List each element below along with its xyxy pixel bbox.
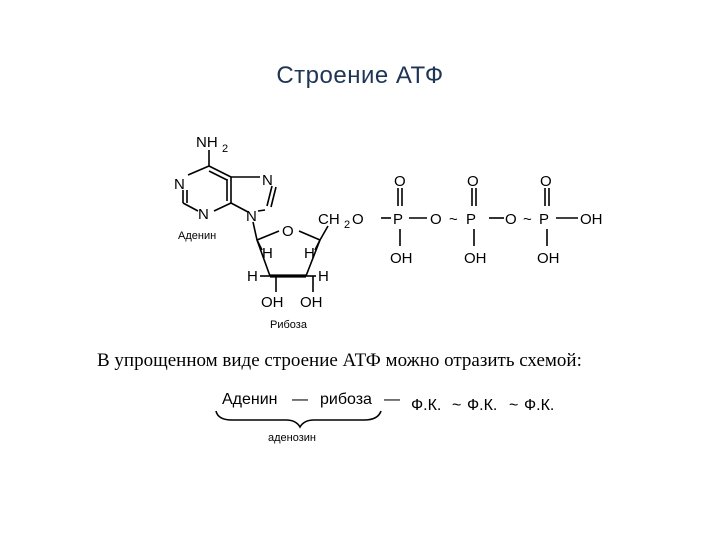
atom-oh-c2: OH	[261, 294, 284, 311]
atom-p1-oh: OH	[390, 250, 413, 267]
atom-h-c3: H	[318, 268, 329, 285]
scheme-phosphate-1: Ф.К.	[411, 397, 441, 414]
atom-p3-double-o: O	[540, 173, 552, 190]
atom-o-link3: O	[505, 211, 517, 228]
high-energy-bond-1: ~	[449, 211, 458, 228]
bond-o-c4	[298, 230, 321, 241]
bond-n9-c4	[230, 202, 249, 213]
atom-ch2: CH	[318, 211, 340, 228]
scheme-dash-2: —	[384, 391, 400, 408]
scheme-caption: В упрощенном виде строение АТФ можно отр…	[97, 350, 582, 371]
atom-p3-oh-bottom: OH	[537, 250, 560, 267]
bond-n7-c8	[266, 185, 273, 207]
label-adenine: Аденин	[178, 230, 216, 242]
bond-c4-h	[314, 239, 321, 251]
atom-h-c4: H	[304, 245, 315, 262]
atom-p2: P	[466, 211, 476, 228]
scheme-phosphate-3: Ф.К.	[524, 397, 554, 414]
adenine-bonds	[182, 150, 277, 213]
bond-c2-n3	[182, 202, 199, 212]
atom-n1: N	[174, 176, 185, 193]
high-energy-bond-2: ~	[523, 211, 532, 228]
scheme-dash-1: —	[292, 391, 308, 408]
atom-nh2-subscript: 2	[222, 143, 228, 155]
atom-ch2-subscript: 2	[344, 219, 350, 231]
bond-c5-c6	[208, 165, 232, 178]
atom-o-link2: O	[430, 211, 442, 228]
bond-n7-c8-double	[270, 186, 277, 208]
atom-ring-oxygen: O	[282, 223, 294, 240]
atom-p2-double-o: O	[467, 173, 479, 190]
bond-c1-h	[256, 239, 263, 251]
simplified-scheme: Аденин — рибоза — Ф.К. ~ Ф.К. ~ Ф.К.	[222, 391, 554, 414]
atom-labels: NH 2 N N N N O H H H H OH OH CH 2 O P O …	[174, 134, 603, 311]
bond-n9-c1	[252, 221, 258, 241]
atom-n9: N	[246, 208, 257, 225]
atom-o-link1: O	[352, 211, 364, 228]
bond-c8-n9	[257, 209, 266, 212]
label-ribose: Рибоза	[270, 319, 308, 331]
atom-n7: N	[262, 172, 273, 189]
atom-p3-oh-right: OH	[580, 211, 603, 228]
atom-h-c2: H	[247, 268, 258, 285]
bond-c5-c6-double	[208, 170, 228, 181]
atom-p3: P	[539, 211, 549, 228]
adenosine-brace	[215, 410, 382, 429]
bond-c1-o	[256, 230, 280, 241]
atom-n3: N	[198, 206, 209, 223]
slide-title: Строение АТФ	[276, 62, 444, 89]
bond-n3-c4	[213, 202, 232, 212]
atom-oh-c3: OH	[300, 294, 323, 311]
phosphate-bonds	[381, 188, 578, 246]
scheme-tilde-1: ~	[452, 397, 461, 414]
scheme-adenine: Аденин	[222, 391, 278, 408]
scheme-ribose: рибоза	[320, 391, 372, 408]
atom-nh2: NH	[196, 134, 218, 151]
bond-c4-ch2	[319, 225, 329, 241]
atom-p2-oh: OH	[464, 250, 487, 267]
scheme-adenosine-label: аденозин	[268, 432, 316, 444]
bond-c6-n1	[187, 165, 210, 176]
atom-p1: P	[393, 211, 403, 228]
atom-h-c1: H	[262, 245, 273, 262]
atom-p1-double-o: O	[394, 173, 406, 190]
scheme-phosphate-2: Ф.К.	[467, 397, 497, 414]
scheme-tilde-2: ~	[509, 397, 518, 414]
ribose-bonds	[252, 221, 329, 292]
